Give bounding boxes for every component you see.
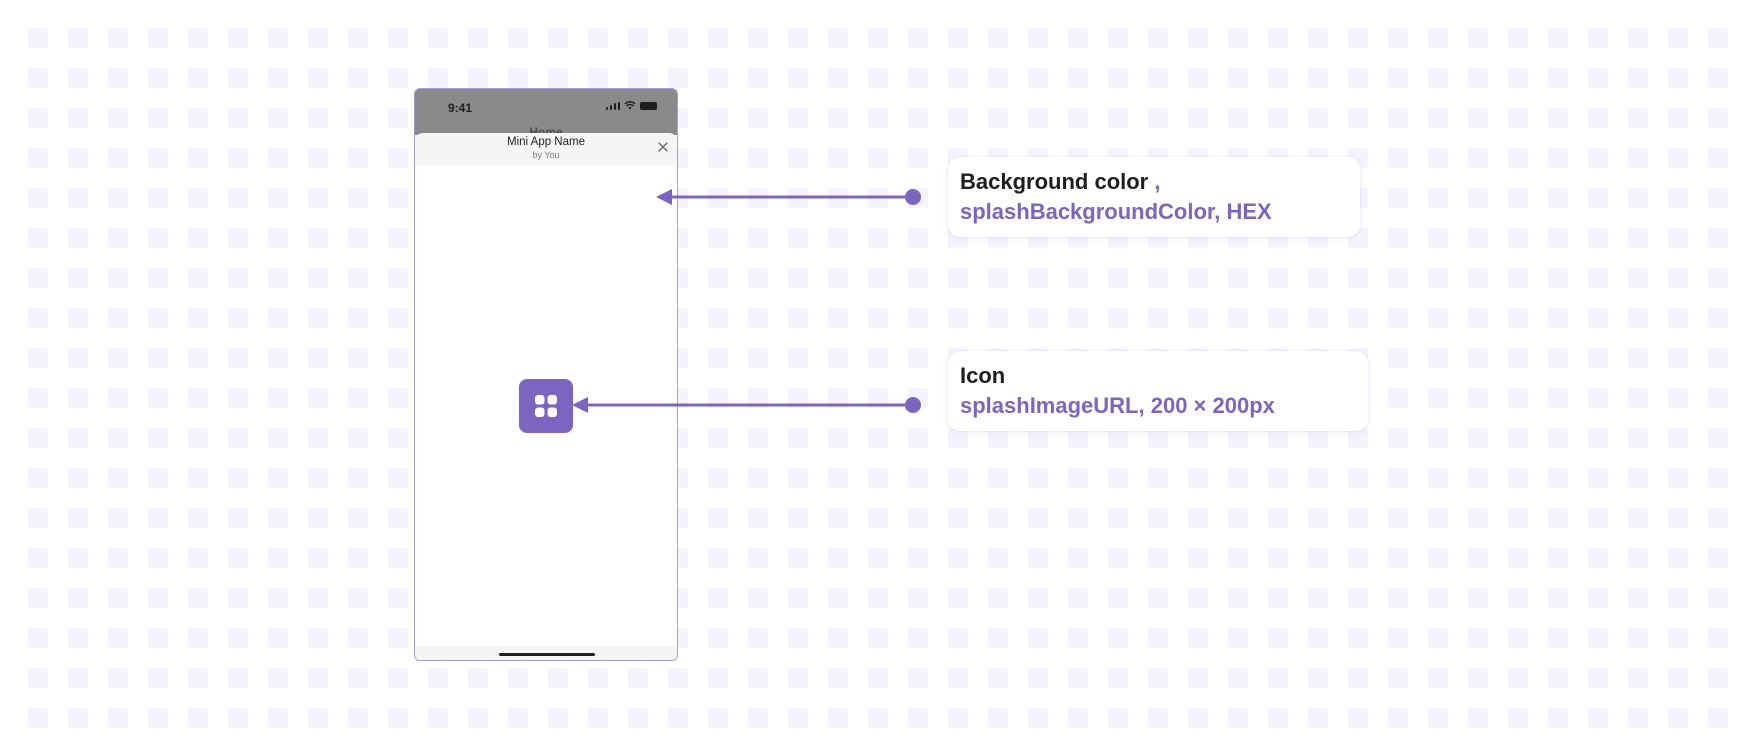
status-bar: 9:41 Home <box>415 89 677 139</box>
callout-background-subtitle: splashBackgroundColor, HEX <box>960 199 1272 224</box>
phone-mockup: 9:41 Home Mini App Name by You <box>414 88 678 661</box>
wifi-icon <box>624 101 636 110</box>
battery-icon <box>640 101 657 110</box>
mini-app-author: by You <box>532 150 560 160</box>
arrow-icon <box>572 397 921 413</box>
status-icons <box>605 101 657 110</box>
callout-background-title-suffix: , <box>1154 169 1161 194</box>
mini-app-header: Mini App Name by You <box>415 133 677 165</box>
grid-four-icon <box>535 395 557 417</box>
callout-icon: Icon splashImageURL, 200 × 200px <box>948 351 1368 431</box>
callout-background-color: Background color , splashBackgroundColor… <box>948 157 1360 237</box>
callout-icon-title: Icon <box>960 363 1006 388</box>
signal-icon <box>605 101 620 110</box>
callout-background-title: Background color , <box>960 167 1348 197</box>
splash-app-icon <box>519 379 573 433</box>
close-icon[interactable] <box>656 140 670 154</box>
home-indicator <box>499 653 595 656</box>
callout-icon-subtitle: splashImageURL, 200 × 200px <box>960 393 1275 418</box>
callout-background-title-text: Background color <box>960 169 1149 194</box>
mini-app-name: Mini App Name <box>507 136 585 148</box>
home-bar-area <box>415 646 677 660</box>
arrow-background-color <box>656 189 921 205</box>
status-time: 9:41 <box>448 101 473 115</box>
